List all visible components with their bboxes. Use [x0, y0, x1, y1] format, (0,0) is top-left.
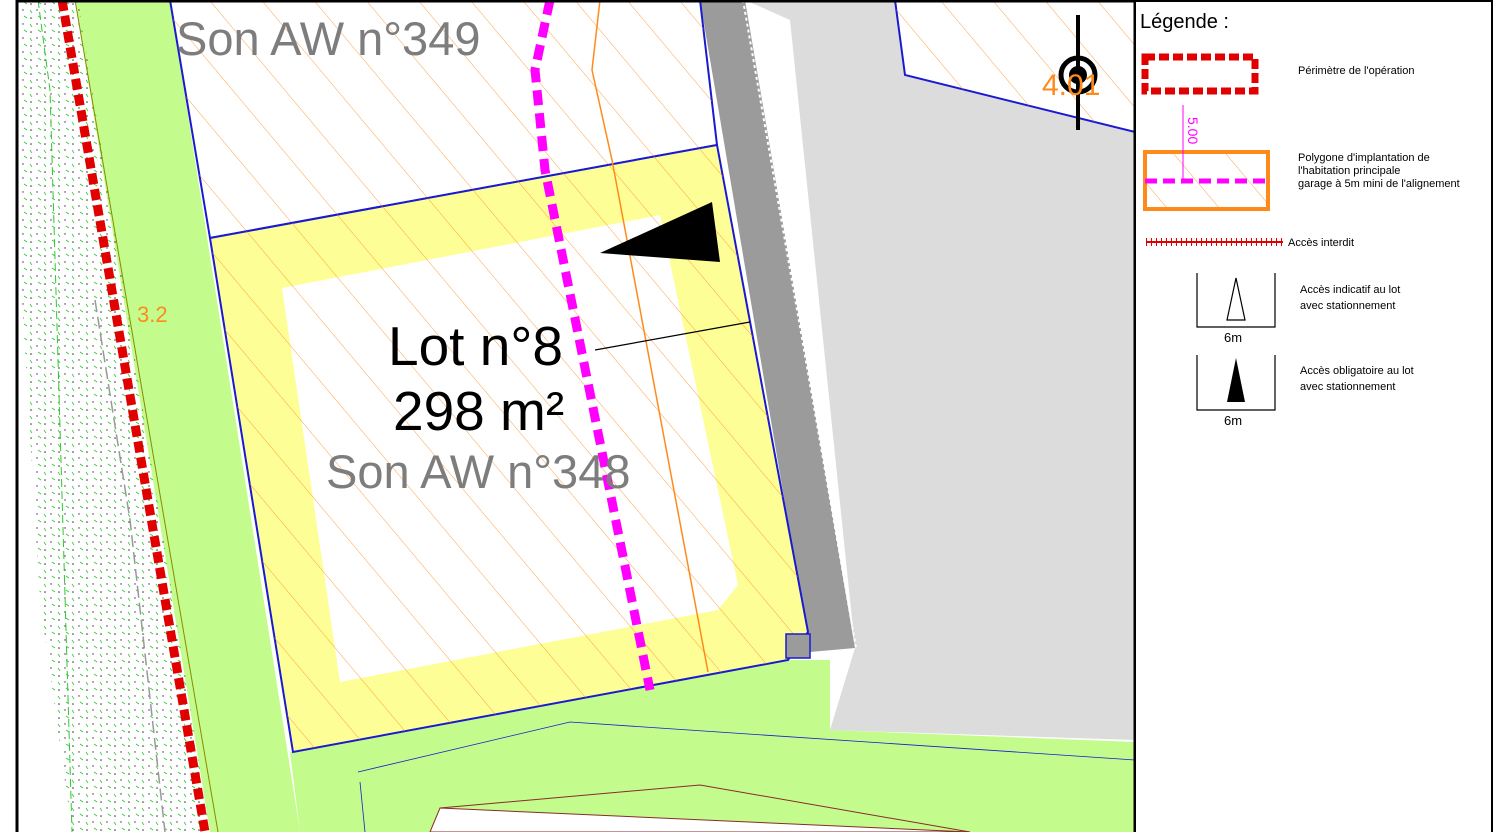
- legend-no-access: Accès interdit: [1288, 237, 1354, 249]
- legend-border: [1134, 0, 1493, 837]
- lot-name-label: Lot n°8: [388, 315, 563, 377]
- parcel-348-label: Son AW n°348: [326, 445, 630, 498]
- green-strip-left: [75, 0, 300, 832]
- parcel-349-label: Son AW n°349: [176, 12, 480, 65]
- gray-dash-line: [94, 299, 166, 833]
- north-arrow-icon: [1058, 15, 1098, 130]
- legend-panel: [1136, 0, 1493, 832]
- perimeter-swatch: [1141, 53, 1259, 95]
- legend-perimeter: Périmètre de l'opération: [1298, 65, 1414, 77]
- lot-area-label: 298 m²: [393, 380, 564, 442]
- perimeter-line: [57, 0, 210, 833]
- mandatory-access-legend-icon: [1196, 355, 1276, 411]
- lot-8-hatch: [210, 145, 808, 752]
- dimension-left-label: 3.2: [137, 302, 168, 327]
- landscape-outline: [357, 721, 1136, 773]
- legend-mandatory-width: 6m: [1224, 413, 1242, 428]
- parcel-349-hatch: [170, 0, 717, 238]
- green-dash-line: [37, 0, 73, 833]
- sidewalk-strip: [700, 0, 855, 652]
- legend-indicative-2: avec stationnement: [1300, 300, 1395, 312]
- legend-mandatory-2: avec stationnement: [1300, 381, 1395, 393]
- corner-marker: [785, 633, 811, 659]
- orange-boundary: [591, 0, 709, 673]
- verge-dotted: [22, 0, 210, 832]
- legend-polygon-2: l'habitation principale: [1298, 165, 1400, 177]
- legend-mandatory-1: Accès obligatoire au lot: [1300, 365, 1414, 377]
- road-area: [745, 0, 1135, 740]
- setback-line-left: [530, 0, 655, 691]
- green-zone-bottom: [290, 660, 1135, 832]
- parcel-top-right-hatch: [895, 0, 1135, 132]
- sidewalk-edge: [742, 0, 857, 649]
- mandatory-access-icon: [600, 202, 720, 262]
- legend-title: Légende :: [1140, 11, 1229, 33]
- bottom-structure-line: [439, 784, 971, 833]
- lot-leader-line: [594, 321, 751, 351]
- dimension-top-right-label: 4.01: [1042, 69, 1100, 102]
- legend-indicative-1: Accès indicatif au lot: [1300, 284, 1400, 296]
- landscape-outline-2: [359, 781, 366, 833]
- polygon-swatch: 5.00: [1143, 105, 1270, 211]
- svg-text:5.00: 5.00: [1185, 117, 1201, 144]
- indicative-access-icon: [1196, 273, 1276, 328]
- perimeter-line-inner: [74, 0, 219, 833]
- legend-polygon-1: Polygone d'implantation de: [1298, 152, 1430, 164]
- legend-polygon-3: garage à 5m mini de l'alignement: [1298, 178, 1460, 190]
- legend-indicative-width: 6m: [1224, 330, 1242, 345]
